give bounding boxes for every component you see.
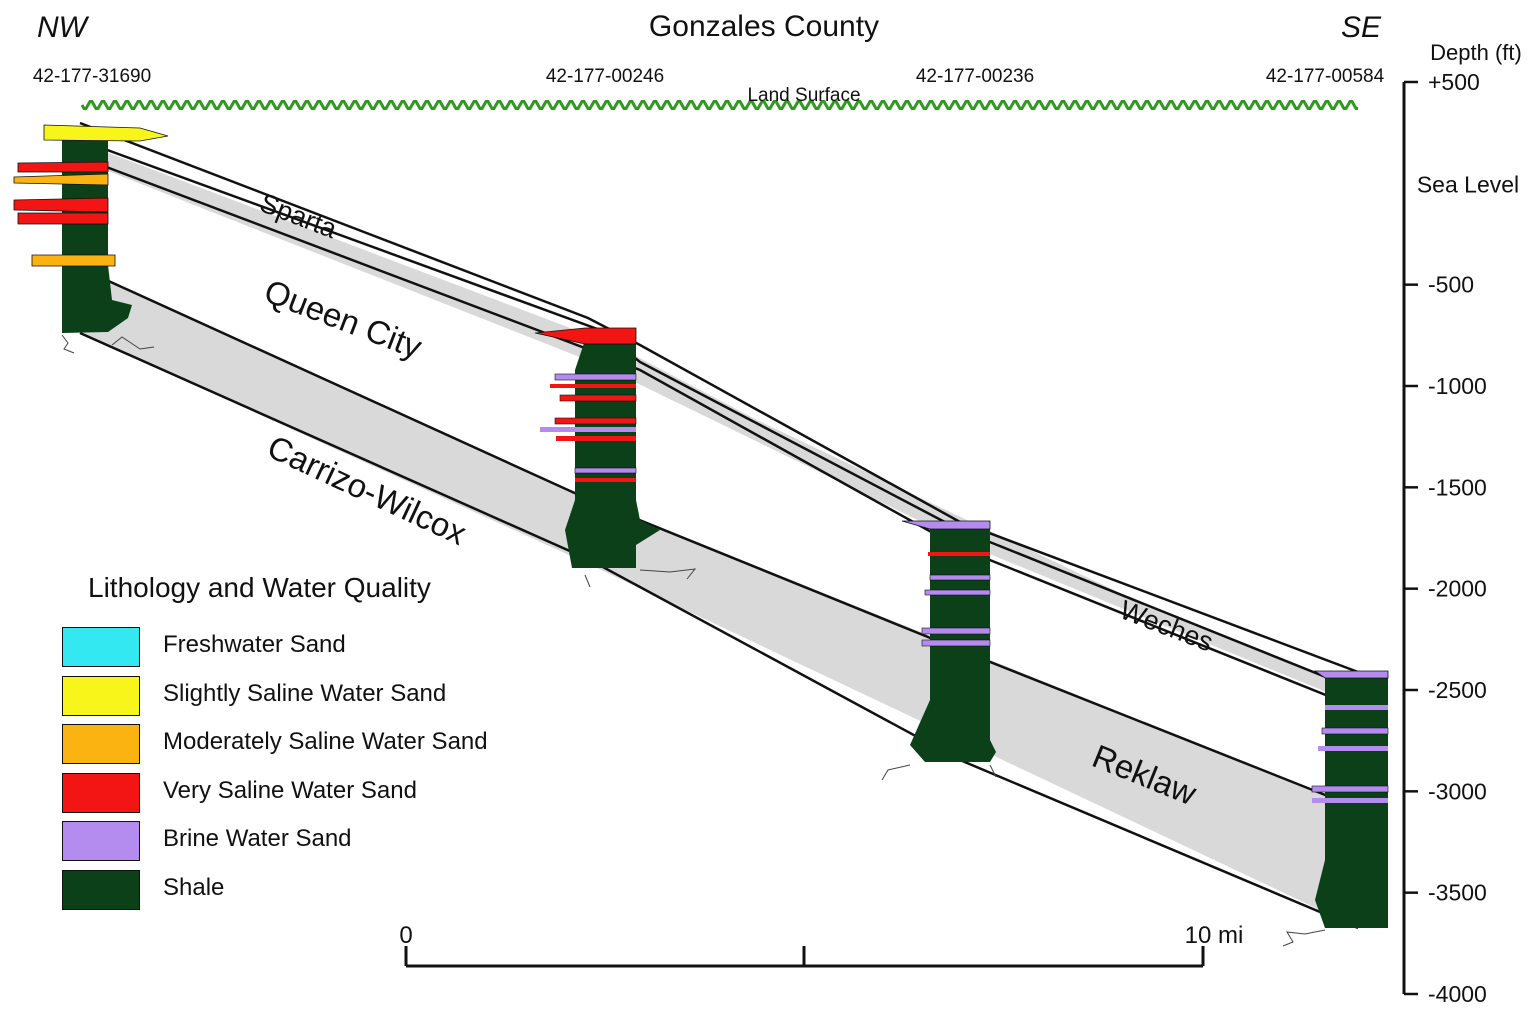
legend-label: Very Saline Water Sand [163,777,417,804]
band-reklaw [80,268,1358,928]
figure-title: Gonzales County [649,10,879,43]
depth-tick-label: -4000 [1428,981,1487,1007]
land-surface-label: Land Surface [747,85,860,106]
legend-swatch [62,724,140,764]
legend-swatch [62,821,140,861]
depth-tick-label: -2000 [1428,576,1487,602]
legend-label: Freshwater Sand [163,631,346,658]
well-id-4: 42-177-00584 [1266,66,1385,87]
depth-axis-title: Depth (ft) [1430,40,1522,65]
scale-bar [404,946,1205,968]
legend-swatch [62,676,140,716]
legend-label: Slightly Saline Water Sand [163,680,447,707]
depth-tick-label: -1000 [1428,373,1487,399]
depth-axis: +500 -500 -1000 -1500 -2000 -2500 -3000 -3500 -4… [1402,69,1519,1007]
legend-swatch [62,773,140,813]
well-id-1: 42-177-31690 [33,66,151,87]
scale-start-label: 0 [399,922,412,949]
depth-tick-label: -3000 [1428,778,1487,804]
boundary-weches-base [79,155,1359,710]
boundary-reklaw-top [79,266,1359,810]
well-id-3: 42-177-00236 [916,66,1034,87]
legend-title: Lithology and Water Quality [88,572,431,603]
well-log-3 [881,520,997,781]
scale-end-label: 10 mi [1185,922,1244,949]
depth-tick-label: -1500 [1428,474,1487,500]
boundary-top [79,121,1359,674]
boundary-weches-top [79,138,1359,692]
well-log-1 [13,124,169,354]
well-id-2: 42-177-00246 [546,66,664,87]
direction-se: SE [1341,11,1382,44]
direction-nw: NW [37,11,90,44]
depth-tick-label: -2500 [1428,677,1487,703]
legend-label: Brine Water Sand [163,825,352,852]
sea-level-label: Sea Level [1417,171,1519,197]
depth-tick-label: +500 [1428,69,1480,95]
depth-tick-label: -3500 [1428,880,1487,906]
boundary-reklaw-base [79,331,1359,930]
legend-swatch [62,870,140,910]
land-surface-line [80,100,1358,110]
well-log-4 [1282,670,1389,947]
legend-label: Shale [163,874,225,901]
band-sparta [80,142,1358,705]
formation-boundaries [79,121,1359,930]
legend-label: Moderately Saline Water Sand [163,728,488,755]
well-log-2 [534,327,697,588]
legend-swatch [62,627,140,667]
depth-tick-label: -500 [1428,272,1474,298]
